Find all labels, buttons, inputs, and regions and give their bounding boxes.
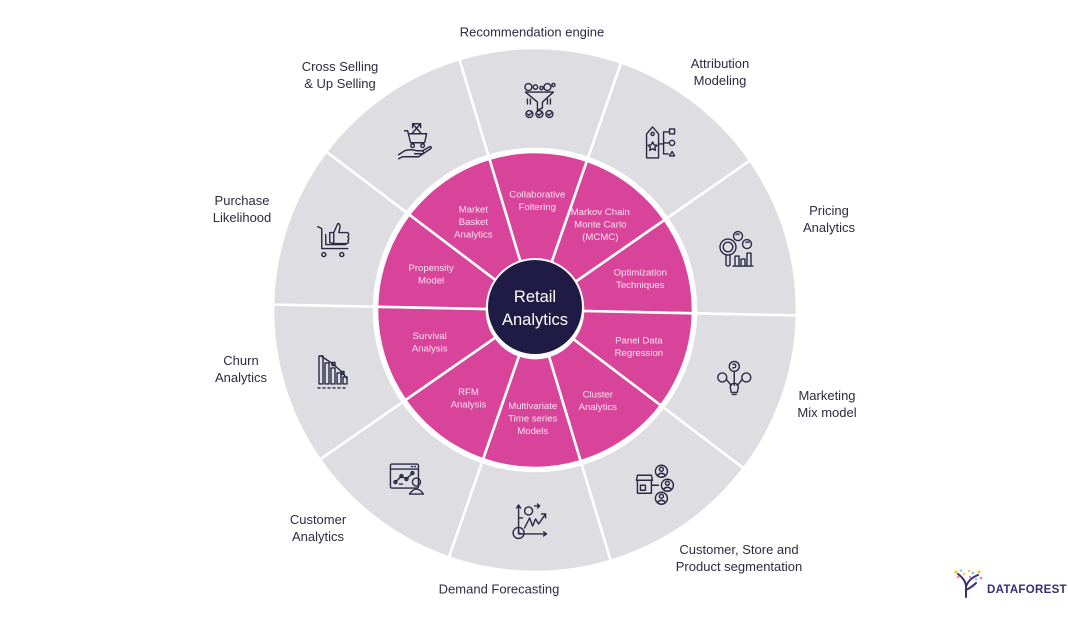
inner-label-6-line-2: Time series [508, 413, 557, 424]
dashboard-user-icon [389, 463, 425, 495]
hand-cart-icon [397, 123, 433, 160]
outer-label-8-line-2: Analytics [214, 370, 268, 385]
outer-label-3-line-2: Analytics [802, 220, 856, 235]
outer-label-8-line-1: Churn [223, 353, 259, 368]
center-circle [486, 258, 584, 356]
inner-label-1-line-1: Collaborative [509, 189, 565, 200]
outer-label-9-line-2: Likelihood [212, 210, 272, 225]
inner-label-4-line-2: Regression [615, 348, 664, 359]
outer-label-1: Recommendation engine [460, 24, 605, 41]
inner-label-10-line-2: Basket [459, 217, 489, 228]
tag-flow-icon [645, 126, 676, 159]
inner-label-10-line-1: Market [459, 204, 489, 215]
center-node: Retail Analytics [486, 258, 584, 356]
inner-label-3-line-2: Techniques [616, 280, 665, 291]
outer-label-10-line-2: & Up Selling [304, 76, 376, 91]
dataforest-logo: DATAFOREST [952, 568, 1067, 598]
outer-label-5-line-1: Customer, Store and [679, 542, 799, 557]
outer-label-4-line-2: Mix model [797, 405, 857, 420]
inner-label-9-line-1: Propensity [408, 263, 454, 274]
outer-label-10-line-1: Cross Selling [301, 59, 379, 74]
price-search-chart-icon [719, 230, 754, 267]
inner-label-8-line-1: Survival [413, 331, 447, 342]
outer-label-10: Cross Selling & Up Selling [302, 58, 379, 92]
outer-label-7-line-1: Customer [289, 512, 347, 527]
inner-label-10-line-3: Analytics [454, 229, 493, 240]
inner-label-5-line-2: Analytics [579, 402, 618, 413]
inner-label-1-line-2: Foltering [519, 202, 556, 213]
outer-label-9-line-1: Purchase [214, 193, 270, 208]
center-title-line-2: Analytics [502, 311, 568, 329]
logo-text: DATAFOREST [987, 584, 1067, 596]
inner-label-2-line-3: (MCMC) [582, 232, 618, 243]
lightbulb-ideas-icon [717, 360, 752, 396]
declining-bars-icon [317, 355, 348, 389]
inner-label-4-line-1: Panel Data [615, 335, 663, 346]
outer-label-5-line-2: Product segmentation [675, 559, 803, 574]
tree-logo-icon [954, 569, 983, 598]
forecast-chart-icon [512, 503, 548, 540]
inner-label-7-line-1: RFM [458, 387, 479, 398]
inner-label-2-line-2: Monte Carlo [574, 219, 626, 230]
inner-label-6-line-3: Models [517, 426, 548, 437]
outer-label-4-line-1: Marketing [798, 388, 856, 403]
outer-label-1-line-1: Recommendation engine [459, 24, 605, 40]
inner-label-7-line-2: Analysis [451, 399, 487, 410]
outer-label-7-line-2: Analytics [291, 529, 345, 544]
outer-label-3-line-1: Pricing [809, 203, 849, 218]
outer-label-6-line-1: Demand Forecasting [438, 581, 560, 597]
outer-label-2-line-2: Modeling [693, 73, 747, 88]
outer-icons [317, 82, 754, 540]
inner-label-8-line-2: Analysis [412, 344, 448, 355]
outer-label-2-line-1: Attribution [690, 56, 750, 71]
funnel-filter-icon [524, 82, 556, 119]
inner-label-6-line-1: Multivariate [508, 401, 557, 412]
outer-label-6: Demand Forecasting [439, 581, 560, 598]
inner-label-3-line-1: Optimization [614, 267, 667, 278]
inner-ring [375, 150, 695, 470]
inner-label-9-line-2: Model [418, 276, 444, 287]
center-title-line-1: Retail [514, 288, 556, 306]
inner-label-2-line-1: Markov Chain [571, 207, 630, 218]
inner-label-5-line-1: Cluster [583, 390, 614, 401]
cart-thumbs-up-icon [317, 222, 350, 258]
store-customers-icon [635, 464, 675, 505]
